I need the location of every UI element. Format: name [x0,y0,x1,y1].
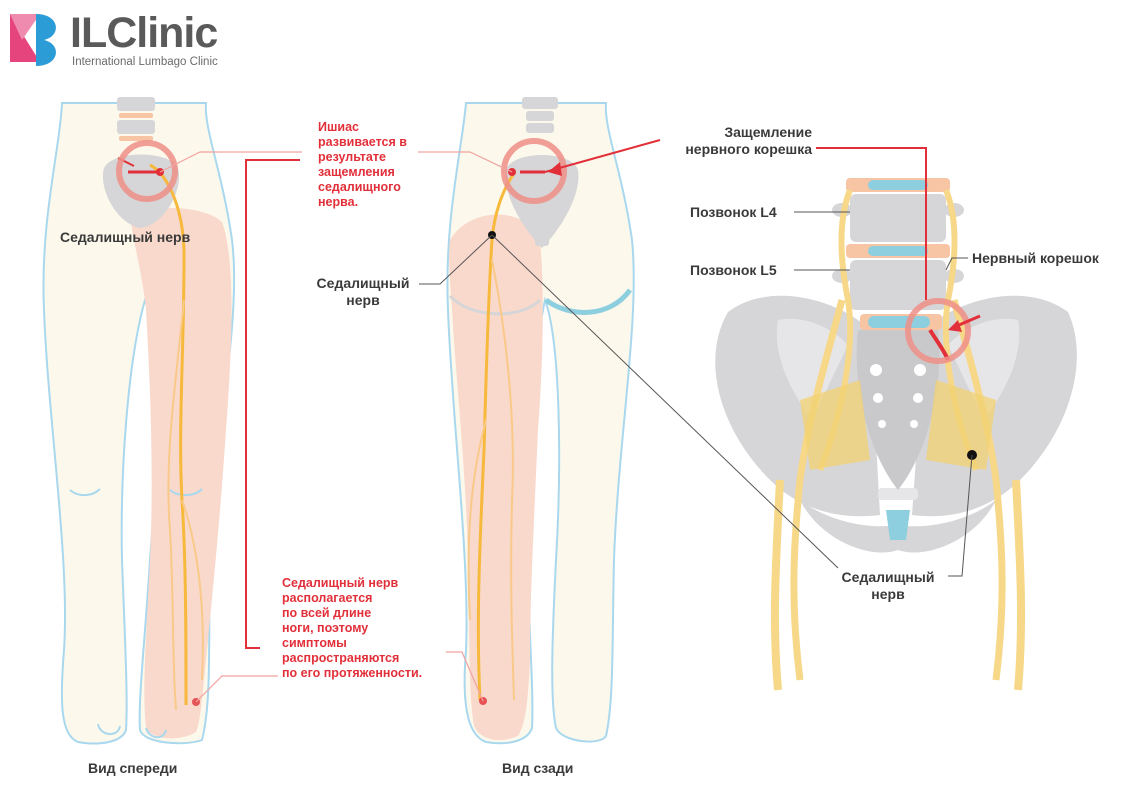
note-sciatica-cause: Ишиас развивается в результате защемлени… [318,120,407,209]
label-sciatic-pelvis: Седалищный нерв [841,569,935,602]
label-vertebra-l4: Позвонок L4 [690,204,777,220]
label-sciatic-back: Седалищный нерв [316,275,410,308]
back-view-figure [446,97,635,745]
label-view-back: Вид сзади [502,760,574,776]
label-view-front: Вид спереди [88,760,178,776]
label-pinching: Защемление нервного корешка [685,124,812,157]
front-view-figure [42,97,236,745]
logo-tagline: International Lumbago Clinic [72,56,218,68]
logo-brand: ILClinic [70,9,218,57]
logo-mark [10,14,56,66]
note-nerve-length: Седалищный нерв располагается по всей дл… [282,576,423,680]
label-nerve-root: Нервный корешок [972,250,1099,266]
label-sciatic-front: Седалищный нерв [60,229,191,245]
label-vertebra-l5: Позвонок L5 [690,262,777,278]
pelvis-detail [715,178,1077,691]
leader-lines [159,139,973,703]
